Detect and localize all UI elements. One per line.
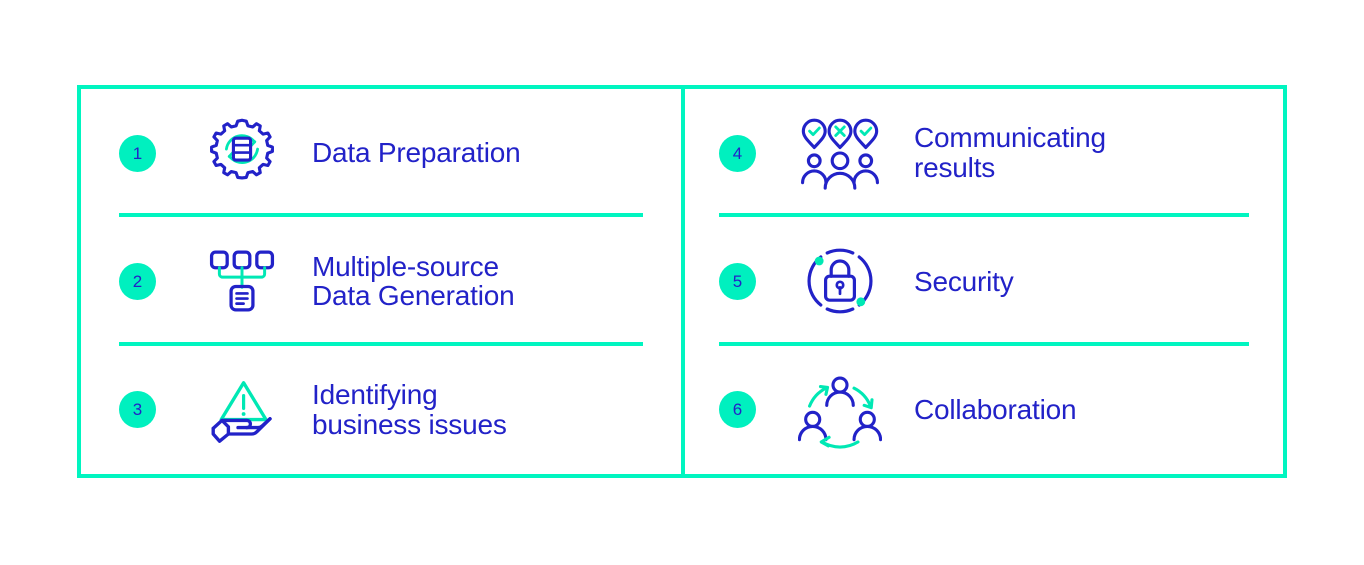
step-number-badge-6: 6 — [719, 391, 756, 429]
step-label-1: Data Preparation — [312, 137, 521, 169]
step-label-4: Communicating results — [914, 122, 1106, 184]
step-row-5[interactable]: 5 — [685, 217, 1283, 346]
step-row-2[interactable]: 2 — [81, 217, 681, 346]
step-number-badge-4: 4 — [719, 134, 756, 172]
step-label-3: Identifying business issues — [312, 379, 507, 440]
hand-warning-triangle-icon — [194, 370, 290, 450]
step-number-badge-2: 2 — [119, 262, 156, 300]
left-column: 1 Data Pr — [81, 89, 685, 474]
step-label-2: Multiple-source Data Generation — [312, 250, 515, 312]
right-column: 4 — [685, 89, 1283, 474]
step-label-5: Security — [914, 265, 1014, 297]
step-number-badge-3: 3 — [119, 391, 156, 429]
step-number-badge-5: 5 — [719, 262, 756, 300]
gear-database-refresh-icon — [194, 114, 290, 192]
step-row-3[interactable]: 3 Identifying business issues — [81, 346, 681, 474]
step-row-4[interactable]: 4 — [685, 89, 1283, 218]
speech-bubbles-people-icon — [792, 114, 888, 192]
padlock-circle-icon — [792, 241, 888, 321]
people-collaboration-cycle-icon — [792, 371, 888, 449]
multiple-source-document-icon — [194, 242, 290, 320]
step-row-1[interactable]: 1 Data Pr — [81, 89, 681, 218]
steps-panel: 1 Data Pr — [77, 85, 1287, 478]
step-row-6[interactable]: 6 — [685, 346, 1283, 474]
step-number-badge-1: 1 — [119, 134, 156, 172]
step-label-6: Collaboration — [914, 393, 1077, 425]
